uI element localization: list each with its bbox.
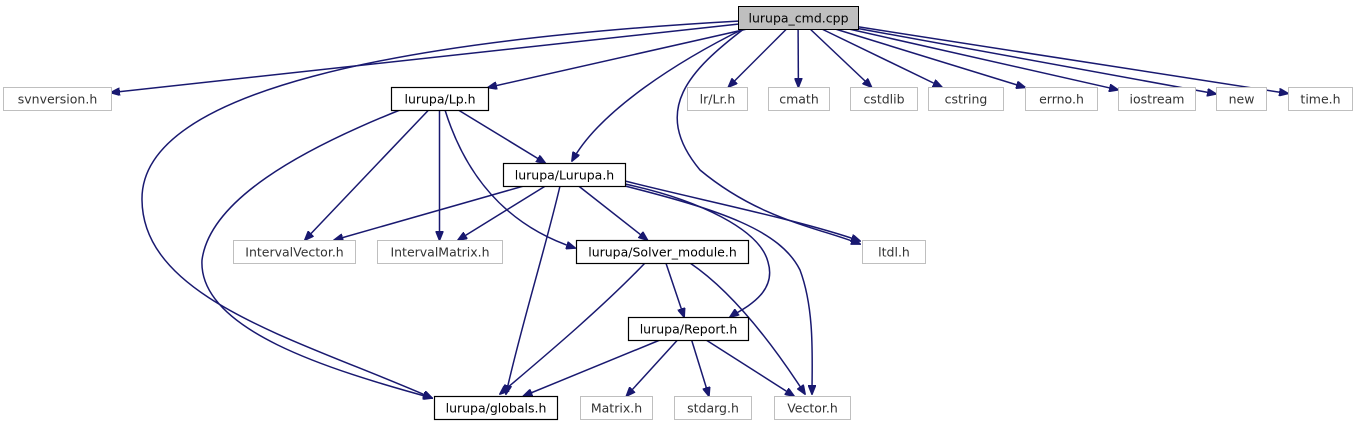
node-cstring: cstring — [928, 87, 1004, 111]
node-label-time: time.h — [1300, 92, 1340, 107]
node-box-root — [738, 6, 859, 30]
edge-lurupa-to-ltdl — [624, 180, 860, 241]
node-iostream: iostream — [1118, 87, 1196, 111]
edge-root-to-svnversion — [111, 23, 739, 93]
node-label-vector: Vector.h — [787, 401, 838, 416]
node-lurupa[interactable]: lurupa/Lurupa.h — [502, 162, 627, 188]
node-ltdl: ltdl.h — [862, 240, 926, 264]
edge-solver-to-vector — [689, 262, 805, 394]
edge-root-to-new — [857, 27, 1216, 94]
node-box-cmath — [768, 87, 830, 111]
edge-lp-to-globals — [201, 109, 432, 398]
node-box-globals — [433, 395, 559, 421]
node-label-cstring: cstring — [945, 92, 988, 107]
node-box-vector — [774, 396, 851, 420]
node-matrix: Matrix.h — [580, 396, 653, 420]
node-root[interactable]: lurupa_cmd.cpp — [738, 6, 859, 30]
node-box-lurupa — [502, 162, 627, 188]
node-box-lp — [390, 86, 490, 112]
node-label-report: lurupa/Report.h — [640, 322, 738, 337]
node-box-cstdlib — [850, 87, 918, 111]
node-label-cmath: cmath — [779, 92, 819, 107]
node-box-time — [1288, 87, 1353, 111]
node-label-iostream: iostream — [1130, 92, 1185, 107]
edge-solver-to-globals — [500, 262, 646, 394]
edge-root-to-errno — [835, 28, 1025, 87]
edge-lp-to-lurupa — [457, 109, 545, 163]
node-box-cstring — [928, 87, 1004, 111]
node-lp[interactable]: lurupa/Lp.h — [390, 86, 490, 112]
edge-solver-to-report — [665, 262, 684, 317]
node-errno: errno.h — [1025, 87, 1098, 111]
node-box-solver — [575, 239, 750, 265]
node-solver[interactable]: lurupa/Solver_module.h — [575, 239, 750, 265]
edge-root-to-lr — [729, 28, 788, 87]
node-label-svnversion: svnversion.h — [18, 92, 98, 107]
node-cmath: cmath — [768, 87, 830, 111]
node-box-lr — [687, 87, 748, 111]
edge-root-to-cstdlib — [809, 28, 871, 87]
node-label-lr: lr/Lr.h — [700, 92, 736, 107]
node-report[interactable]: lurupa/Report.h — [627, 316, 750, 342]
node-label-ltdl: ltdl.h — [878, 245, 910, 260]
edge-root-to-iostream — [848, 28, 1118, 90]
edge-lp-to-solver — [444, 109, 575, 248]
node-lr: lr/Lr.h — [687, 87, 748, 111]
edge-report-to-globals — [524, 339, 661, 396]
nodes: lurupa_cmd.cpp svnversion.h lurupa/Lp.h lr/… — [3, 6, 1353, 421]
node-label-globals: lurupa/globals.h — [446, 401, 547, 416]
edge-lurupa-to-ivec — [334, 185, 524, 240]
node-label-matrix: Matrix.h — [591, 401, 642, 416]
node-box-report — [627, 316, 750, 342]
node-label-cstdlib: cstdlib — [863, 92, 904, 107]
node-new: new — [1216, 87, 1267, 111]
node-box-iostream — [1118, 87, 1196, 111]
node-box-stdarg — [674, 396, 752, 420]
node-label-errno: errno.h — [1039, 92, 1084, 107]
node-time: time.h — [1288, 87, 1353, 111]
node-box-errno — [1025, 87, 1098, 111]
node-cstdlib: cstdlib — [850, 87, 918, 111]
node-box-matrix — [580, 396, 653, 420]
edge-lurupa-to-imat — [458, 185, 546, 240]
node-imat: IntervalMatrix.h — [377, 240, 503, 264]
edge-lp-to-ivec — [305, 109, 430, 240]
node-stdarg: stdarg.h — [674, 396, 752, 420]
edge-root-to-cstring — [821, 28, 942, 87]
node-box-new — [1216, 87, 1267, 111]
edge-root-to-time — [857, 26, 1288, 94]
edges — [111, 20, 1288, 398]
node-label-root: lurupa_cmd.cpp — [749, 11, 849, 26]
node-label-new: new — [1229, 92, 1255, 107]
node-label-stdarg: stdarg.h — [687, 401, 739, 416]
edge-root-to-lurupa — [572, 27, 746, 161]
edge-lurupa-to-report — [624, 183, 771, 317]
edge-lurupa-to-globals — [506, 185, 561, 394]
node-box-svnversion — [3, 87, 112, 111]
edge-report-to-vector — [705, 339, 794, 396]
node-box-ivec — [233, 240, 356, 264]
node-box-ltdl — [862, 240, 926, 264]
node-label-imat: IntervalMatrix.h — [390, 245, 489, 260]
edge-root-to-lp — [488, 28, 748, 88]
edge-report-to-matrix — [627, 339, 679, 396]
edge-report-to-stdarg — [690, 339, 709, 396]
edge-root-to-globals — [141, 20, 741, 398]
edge-lurupa-to-solver — [578, 185, 648, 240]
node-svnversion: svnversion.h — [3, 87, 112, 111]
node-label-ivec: IntervalVector.h — [245, 245, 343, 260]
node-label-lurupa: lurupa/Lurupa.h — [515, 168, 614, 183]
node-label-solver: lurupa/Solver_module.h — [588, 245, 737, 260]
node-vector: Vector.h — [774, 396, 851, 420]
edge-root-to-ltdl — [676, 27, 860, 244]
node-ivec: IntervalVector.h — [233, 240, 356, 264]
node-globals[interactable]: lurupa/globals.h — [433, 395, 559, 421]
node-label-lp: lurupa/Lp.h — [404, 92, 475, 107]
edge-lurupa-to-vector — [624, 185, 812, 394]
node-box-imat — [377, 240, 503, 264]
